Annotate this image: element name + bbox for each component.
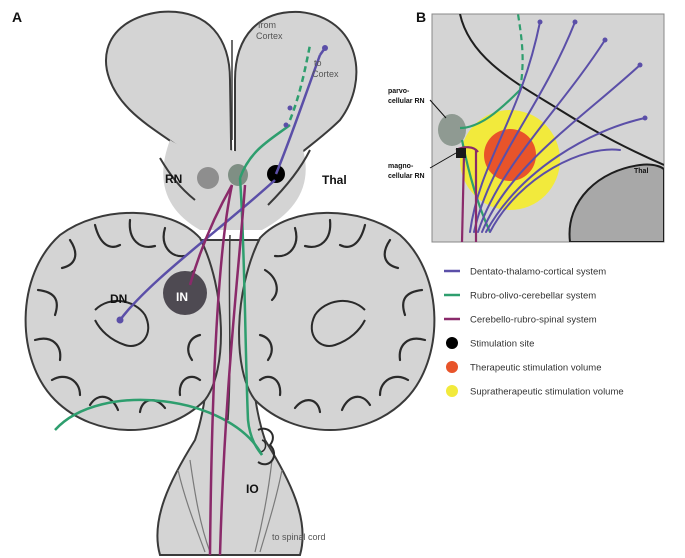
panel-a: A from Cortex to Cortex RN Thal DN IN IO… [12, 9, 434, 555]
cerebellum-right-hemisphere [239, 213, 434, 430]
from-cortex-label-1: from [258, 20, 276, 30]
thal-label-a: Thal [322, 173, 347, 187]
legend-item: Cerebello-rubro-spinal system [444, 315, 597, 326]
legend-label: Rubro-olivo-cerebellar system [470, 291, 596, 302]
to-cortex-label-2: Cortex [312, 69, 339, 79]
to-spinal-cord-label: to spinal cord [272, 532, 326, 542]
legend-item: Stimulation site [446, 337, 534, 350]
dn-label: DN [110, 292, 127, 306]
cerebellum-left-hemisphere [26, 213, 221, 430]
thal-label-b: Thal [634, 168, 648, 175]
panel-b: B parvo- cellular RN magno- cellular RN … [388, 9, 664, 242]
therapeutic-volume [484, 129, 536, 181]
legend-label: Stimulation site [470, 339, 534, 350]
red-nucleus-left [197, 167, 219, 189]
rn-label: RN [165, 172, 182, 186]
legend-label: Supratherapeutic stimulation volume [470, 387, 624, 398]
legend-label: Dentato-thalamo-cortical system [470, 267, 606, 278]
io-label: IO [246, 482, 259, 496]
panel-b-label: B [416, 9, 426, 25]
in-label: IN [176, 290, 188, 304]
legend-dot-swatch [446, 361, 458, 373]
legend: Dentato-thalamo-cortical systemRubro-oli… [444, 267, 624, 398]
parvocellular-label-2: cellular RN [388, 98, 425, 105]
legend-item: Supratherapeutic stimulation volume [446, 385, 624, 398]
from-cortex-label-2: Cortex [256, 31, 283, 41]
panel-a-label: A [12, 9, 22, 25]
legend-label: Cerebello-rubro-spinal system [470, 315, 597, 326]
legend-dot-swatch [446, 385, 458, 397]
magnocellular-label-2: cellular RN [388, 173, 425, 180]
legend-label: Therapeutic stimulation volume [470, 363, 601, 374]
legend-dot-swatch [446, 337, 458, 349]
legend-item: Dentato-thalamo-cortical system [444, 267, 606, 278]
magnocellular-label-1: magno- [388, 163, 414, 170]
to-cortex-label-1: to [314, 58, 322, 68]
stimulation-site-b [456, 148, 466, 158]
legend-item: Rubro-olivo-cerebellar system [444, 291, 596, 302]
parvocellular-label-1: parvo- [388, 88, 410, 95]
legend-item: Therapeutic stimulation volume [446, 361, 601, 374]
